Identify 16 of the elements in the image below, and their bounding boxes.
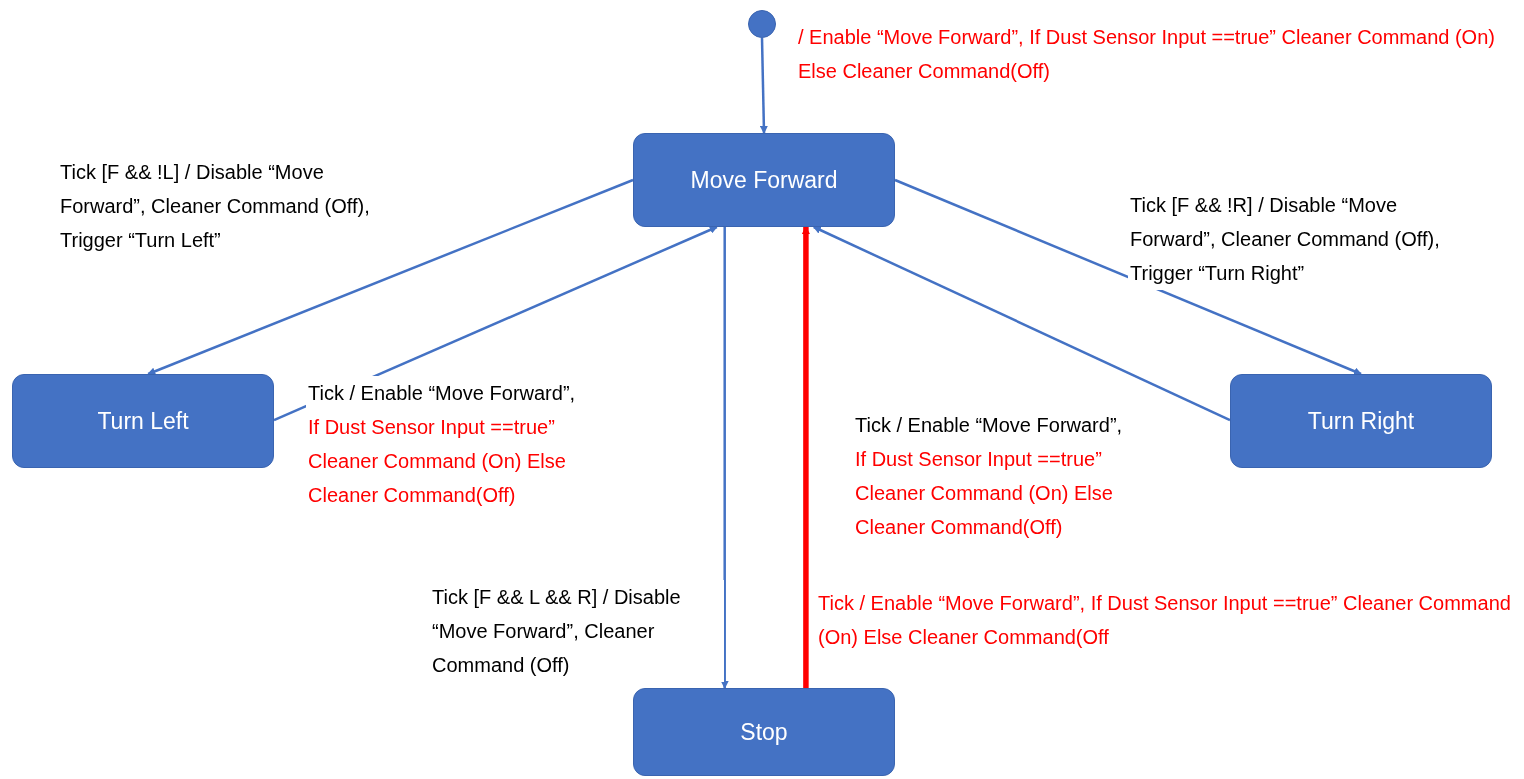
state-name: Turn Right bbox=[1306, 407, 1416, 436]
state-name: Turn Left bbox=[96, 407, 190, 436]
transition-arrow bbox=[759, 37, 768, 134]
transition-arrow bbox=[720, 227, 729, 689]
transition-arrow bbox=[812, 225, 1231, 422]
state-name: Move Forward bbox=[689, 166, 839, 195]
transition-arrow bbox=[894, 178, 1362, 376]
state-box bbox=[12, 374, 274, 468]
transition-arrow bbox=[801, 226, 810, 688]
state-box bbox=[633, 133, 895, 227]
state-box bbox=[633, 688, 895, 776]
state-box bbox=[1230, 374, 1492, 468]
transition-arrow bbox=[147, 178, 634, 376]
state-name: Stop bbox=[739, 718, 789, 747]
initial-state-dot bbox=[748, 10, 776, 38]
edge-label: Tick [F && L && R] / Disable “Move Forward”, Cleaner Command (Off) bbox=[430, 580, 724, 682]
